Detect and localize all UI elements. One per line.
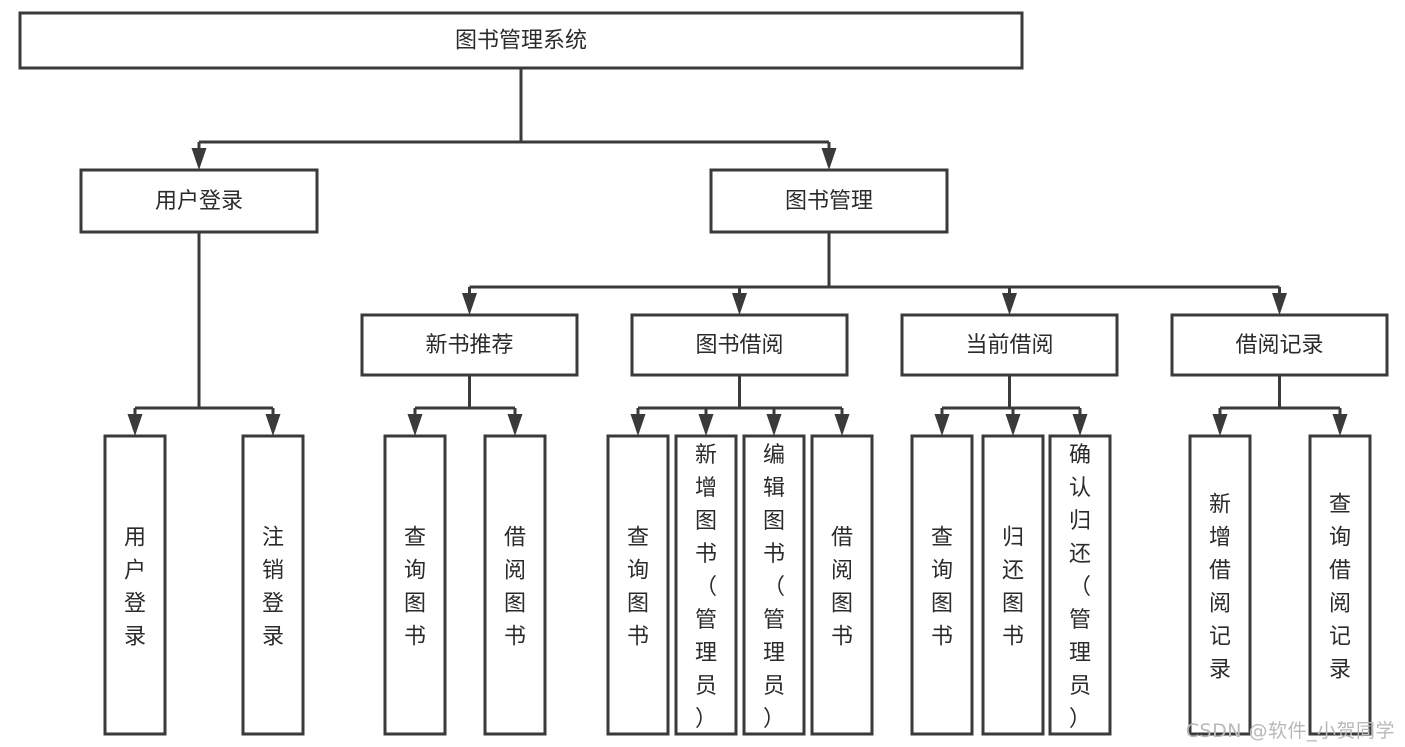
arrow-head	[1072, 414, 1088, 436]
leaf-label: 借阅图书	[504, 526, 526, 650]
node-book-borrow[interactable]: 图书借阅	[630, 313, 849, 377]
node-rect	[630, 313, 849, 377]
arrow-head	[127, 414, 143, 436]
node-label: 用户登录	[155, 189, 243, 214]
leaf-rect	[383, 434, 447, 736]
leaf-rect	[606, 434, 670, 736]
node-root[interactable]: 图书管理系统	[18, 11, 1024, 70]
leaf-label: 用户登录	[124, 526, 146, 650]
node-user-login[interactable]: 用户登录	[79, 168, 319, 234]
leaf-label: 查询借阅记录	[1329, 493, 1351, 683]
node-label: 借阅记录	[1235, 333, 1323, 358]
edge-group	[191, 68, 837, 170]
arrow-head	[934, 414, 950, 436]
leaf-label: 确认归还（管理员）	[1069, 443, 1091, 732]
node-label: 图书借阅	[695, 333, 783, 358]
leaf-label: 借阅图书	[831, 526, 853, 650]
leaf-rect	[910, 434, 974, 736]
arrow-head	[834, 414, 850, 436]
node-label: 新书推荐	[425, 333, 513, 358]
leaf-rect	[1308, 434, 1372, 736]
node-rect	[900, 313, 1119, 377]
leaf-label: 查询图书	[627, 526, 649, 650]
leaf-rect	[1048, 434, 1112, 736]
leaf-leaf-confirm-return[interactable]: 确认归还（管理员）	[1048, 434, 1112, 736]
leaf-rect	[981, 434, 1045, 736]
node-book-manage[interactable]: 图书管理	[709, 168, 949, 234]
leaf-leaf-user-logout[interactable]: 注销登录	[241, 434, 305, 736]
leaf-leaf-return-book[interactable]: 归还图书	[981, 434, 1045, 736]
node-rect	[1170, 313, 1389, 377]
node-borrow-record[interactable]: 借阅记录	[1170, 313, 1389, 377]
leaf-leaf-user-login[interactable]: 用户登录	[103, 434, 167, 736]
watermark-label: CSDN @软件_小贺同学	[1185, 720, 1395, 742]
node-rect	[18, 11, 1024, 70]
leaf-rect	[241, 434, 305, 736]
edge-layer	[127, 68, 1348, 436]
arrow-head	[698, 414, 714, 436]
node-rect	[79, 168, 319, 234]
leaf-rect	[674, 434, 738, 736]
arrow-head	[1005, 414, 1021, 436]
leaf-label: 新增图书（管理员）	[695, 443, 717, 732]
arrow-head	[821, 148, 837, 170]
leaf-rect	[483, 434, 547, 736]
arrow-head	[191, 148, 207, 170]
arrow-head	[265, 414, 281, 436]
leaf-leaf-edit-book[interactable]: 编辑图书（管理员）	[742, 434, 806, 736]
leaf-label: 归还图书	[1002, 526, 1024, 650]
arrow-head	[407, 414, 423, 436]
edge-group	[462, 232, 1287, 315]
arrow-head	[732, 293, 747, 315]
leaf-label: 编辑图书（管理员）	[763, 443, 785, 732]
node-rect	[360, 313, 579, 377]
leaf-rect	[1188, 434, 1252, 736]
leaf-rect	[103, 434, 167, 736]
leaf-leaf-add-book[interactable]: 新增图书（管理员）	[674, 434, 738, 736]
leaf-leaf-query-book-2[interactable]: 查询图书	[606, 434, 670, 736]
node-rect	[709, 168, 949, 234]
arrow-head	[1212, 414, 1228, 436]
node-layer: 图书管理系统用户登录图书管理新书推荐图书借阅当前借阅借阅记录用户登录注销登录查询…	[18, 11, 1389, 736]
leaf-rect	[810, 434, 874, 736]
arrow-head	[1272, 293, 1287, 315]
leaf-leaf-borrow-book-2[interactable]: 借阅图书	[810, 434, 874, 736]
leaf-label: 查询图书	[931, 526, 953, 650]
arrow-head	[507, 414, 523, 436]
edge-group	[1212, 375, 1348, 436]
leaf-leaf-query-book-1[interactable]: 查询图书	[383, 434, 447, 736]
leaf-leaf-borrow-book-1[interactable]: 借阅图书	[483, 434, 547, 736]
edge-group	[934, 375, 1088, 436]
leaf-leaf-query-record[interactable]: 查询借阅记录	[1308, 434, 1372, 736]
edge-group	[407, 375, 523, 436]
node-label: 图书管理系统	[455, 29, 587, 54]
node-label: 图书管理	[785, 189, 873, 214]
arrow-head	[1332, 414, 1348, 436]
leaf-label: 注销登录	[262, 526, 284, 650]
arrow-head	[630, 414, 646, 436]
edge-group	[127, 232, 281, 436]
edge-group	[630, 375, 850, 436]
arrow-head	[766, 414, 782, 436]
leaf-rect	[742, 434, 806, 736]
leaf-label: 查询图书	[404, 526, 426, 650]
node-new-book-recommend[interactable]: 新书推荐	[360, 313, 579, 377]
node-current-borrow[interactable]: 当前借阅	[900, 313, 1119, 377]
arrow-head	[462, 293, 477, 315]
arrow-head	[1002, 293, 1017, 315]
leaf-label: 新增借阅记录	[1209, 493, 1231, 683]
node-label: 当前借阅	[965, 333, 1053, 358]
leaf-leaf-add-record[interactable]: 新增借阅记录	[1188, 434, 1252, 736]
leaf-leaf-query-book-3[interactable]: 查询图书	[910, 434, 974, 736]
